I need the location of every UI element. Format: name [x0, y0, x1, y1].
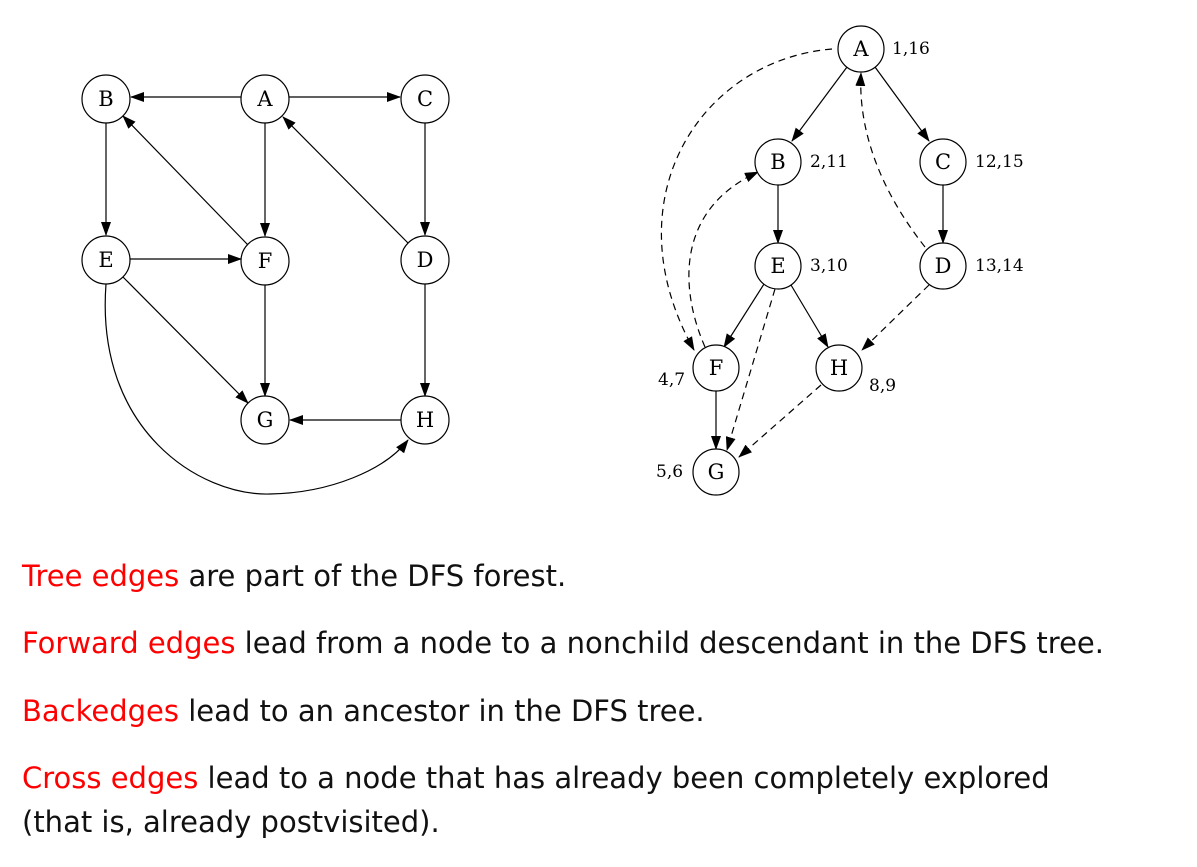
dfs-node-b: B — [754, 138, 802, 186]
tree-edge-e-f — [723, 283, 765, 348]
node-e: E — [81, 235, 131, 285]
dfs-node-e: E — [754, 242, 802, 290]
svg-text:C: C — [935, 150, 951, 174]
time-c: 12,15 — [975, 152, 1024, 172]
graph-edges — [101, 92, 430, 495]
time-f: 4,7 — [658, 370, 685, 390]
tree-edge-a-c — [874, 66, 930, 142]
time-d: 13,14 — [975, 256, 1024, 276]
definition-cross-edges-cont: (that is, already postvisited). — [22, 805, 440, 839]
forward-edge-e-g — [725, 288, 776, 451]
svg-text:B: B — [770, 150, 785, 174]
dfs-node-f: F — [692, 344, 740, 392]
definition-backedges: Backedges lead to an ancestor in the DFS… — [22, 694, 705, 728]
svg-text:B: B — [98, 87, 113, 111]
node-a: A — [240, 74, 290, 124]
time-h: 8,9 — [869, 376, 896, 396]
svg-text:H: H — [416, 408, 434, 432]
time-a: 1,16 — [892, 39, 930, 59]
svg-text:G: G — [257, 408, 274, 432]
term: Backedges — [22, 694, 179, 728]
definition-tree-edges: Tree edges are part of the DFS forest. — [22, 559, 566, 593]
dfs-node-d: D — [919, 242, 967, 290]
edge-d-a — [282, 116, 409, 244]
node-h: H — [400, 395, 450, 445]
dfs-node-a: A — [837, 25, 885, 73]
definition-cross-edges: Cross edges lead to a node that has alre… — [22, 761, 1050, 795]
svg-text:G: G — [708, 460, 725, 484]
svg-text:D: D — [417, 248, 434, 272]
node-c: C — [400, 74, 450, 124]
dfs-node-g: G — [692, 448, 740, 496]
edge-f-b — [122, 115, 249, 246]
forward-edge-a-f — [660, 48, 833, 351]
term: Tree edges — [22, 559, 180, 593]
svg-text:A: A — [852, 37, 869, 61]
node-g: G — [240, 395, 290, 445]
time-e: 3,10 — [810, 256, 848, 276]
dfs-node-c: C — [919, 138, 967, 186]
description: lead to a node that has already been com… — [198, 761, 1050, 795]
edge-e-h — [104, 283, 409, 495]
term: Forward edges — [22, 626, 236, 660]
svg-text:F: F — [258, 249, 273, 273]
term: Cross edges — [22, 761, 199, 795]
svg-text:A: A — [256, 87, 273, 111]
svg-text:F: F — [709, 356, 724, 380]
svg-text:C: C — [417, 87, 433, 111]
description: are part of the DFS forest. — [179, 559, 567, 593]
cross-edge-h-g — [738, 384, 822, 458]
back-edge-f-b — [688, 171, 759, 348]
svg-text:D: D — [935, 254, 952, 278]
description: lead to an ancestor in the DFS tree. — [178, 694, 705, 728]
dfs-node-h: H — [815, 344, 863, 392]
svg-text:H: H — [830, 356, 848, 380]
description: lead from a node to a nonchild descendan… — [235, 626, 1104, 660]
tree-edge-e-h — [790, 284, 829, 348]
time-g: 5,6 — [656, 462, 683, 482]
svg-text:E: E — [770, 254, 785, 278]
cross-edge-d-h — [861, 284, 930, 351]
back-edge-d-a — [855, 72, 926, 248]
definition-forward-edges: Forward edges lead from a node to a nonc… — [22, 626, 1104, 660]
dfs-diagram: A B C E F D G H A B C E D F H G 1,16 2,1… — [81, 25, 1024, 496]
svg-text:E: E — [98, 248, 113, 272]
time-b: 2,11 — [810, 152, 848, 172]
node-b: B — [81, 74, 131, 124]
dfs-edges — [660, 48, 948, 458]
tree-edge-a-b — [791, 66, 848, 142]
node-f: F — [240, 236, 290, 286]
edge-e-g — [122, 276, 249, 404]
node-d: D — [400, 235, 450, 285]
